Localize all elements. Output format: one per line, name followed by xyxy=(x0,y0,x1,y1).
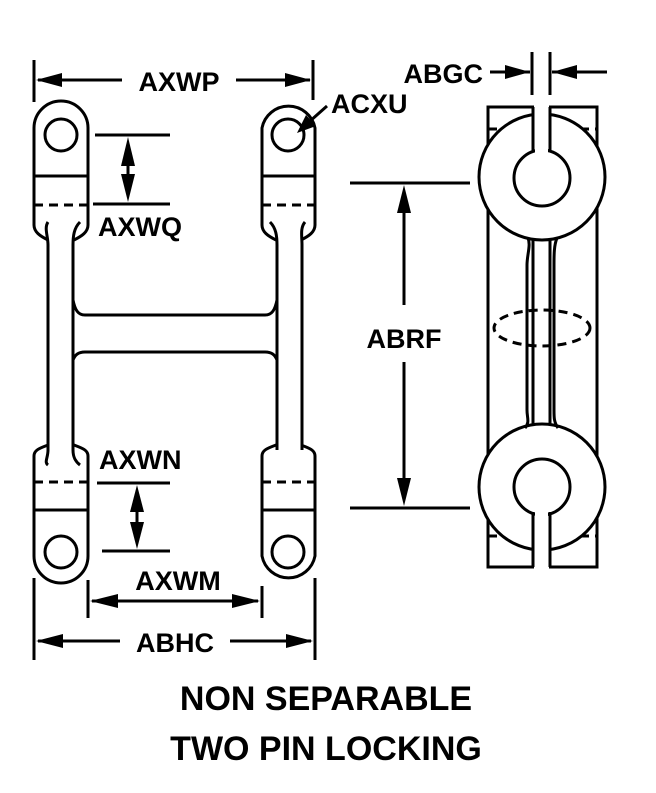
label-abgc: ABGC xyxy=(404,59,484,89)
caption-line-1: NON SEPARABLE xyxy=(180,680,472,718)
label-acxu: ACXU xyxy=(331,89,408,119)
left-top-plate xyxy=(32,99,90,450)
label-axwp: AXWP xyxy=(139,67,220,97)
section-ellipse xyxy=(492,308,592,348)
label-axwn: AXWN xyxy=(99,445,182,475)
dimension-axwm: AXWM xyxy=(86,566,264,618)
front-view: AXWP ACXU AXWQ AXWN xyxy=(32,60,408,660)
side-view: ABGC ABRF xyxy=(350,52,607,569)
label-axwq: AXWQ xyxy=(98,212,182,242)
dimension-acxu: ACXU xyxy=(297,89,408,133)
label-abhc: ABHC xyxy=(136,628,214,658)
dimension-abrf: ABRF xyxy=(350,181,470,510)
caption-line-2: TWO PIN LOCKING xyxy=(170,730,482,768)
dimension-abgc: ABGC xyxy=(404,52,607,95)
crossbar-bottom xyxy=(71,350,279,361)
dimension-abhc: ABHC xyxy=(32,578,317,660)
dimension-axwq: AXWQ xyxy=(93,133,182,242)
right-bottom-plate xyxy=(260,443,317,580)
right-top-plate xyxy=(260,104,317,450)
label-axwm: AXWM xyxy=(135,566,220,596)
crossbar-top xyxy=(71,299,279,317)
dimension-axwn: AXWN xyxy=(97,445,182,553)
label-abrf: ABRF xyxy=(367,324,442,354)
left-bottom-plate xyxy=(32,443,90,585)
dimension-axwp: AXWP xyxy=(32,60,315,102)
